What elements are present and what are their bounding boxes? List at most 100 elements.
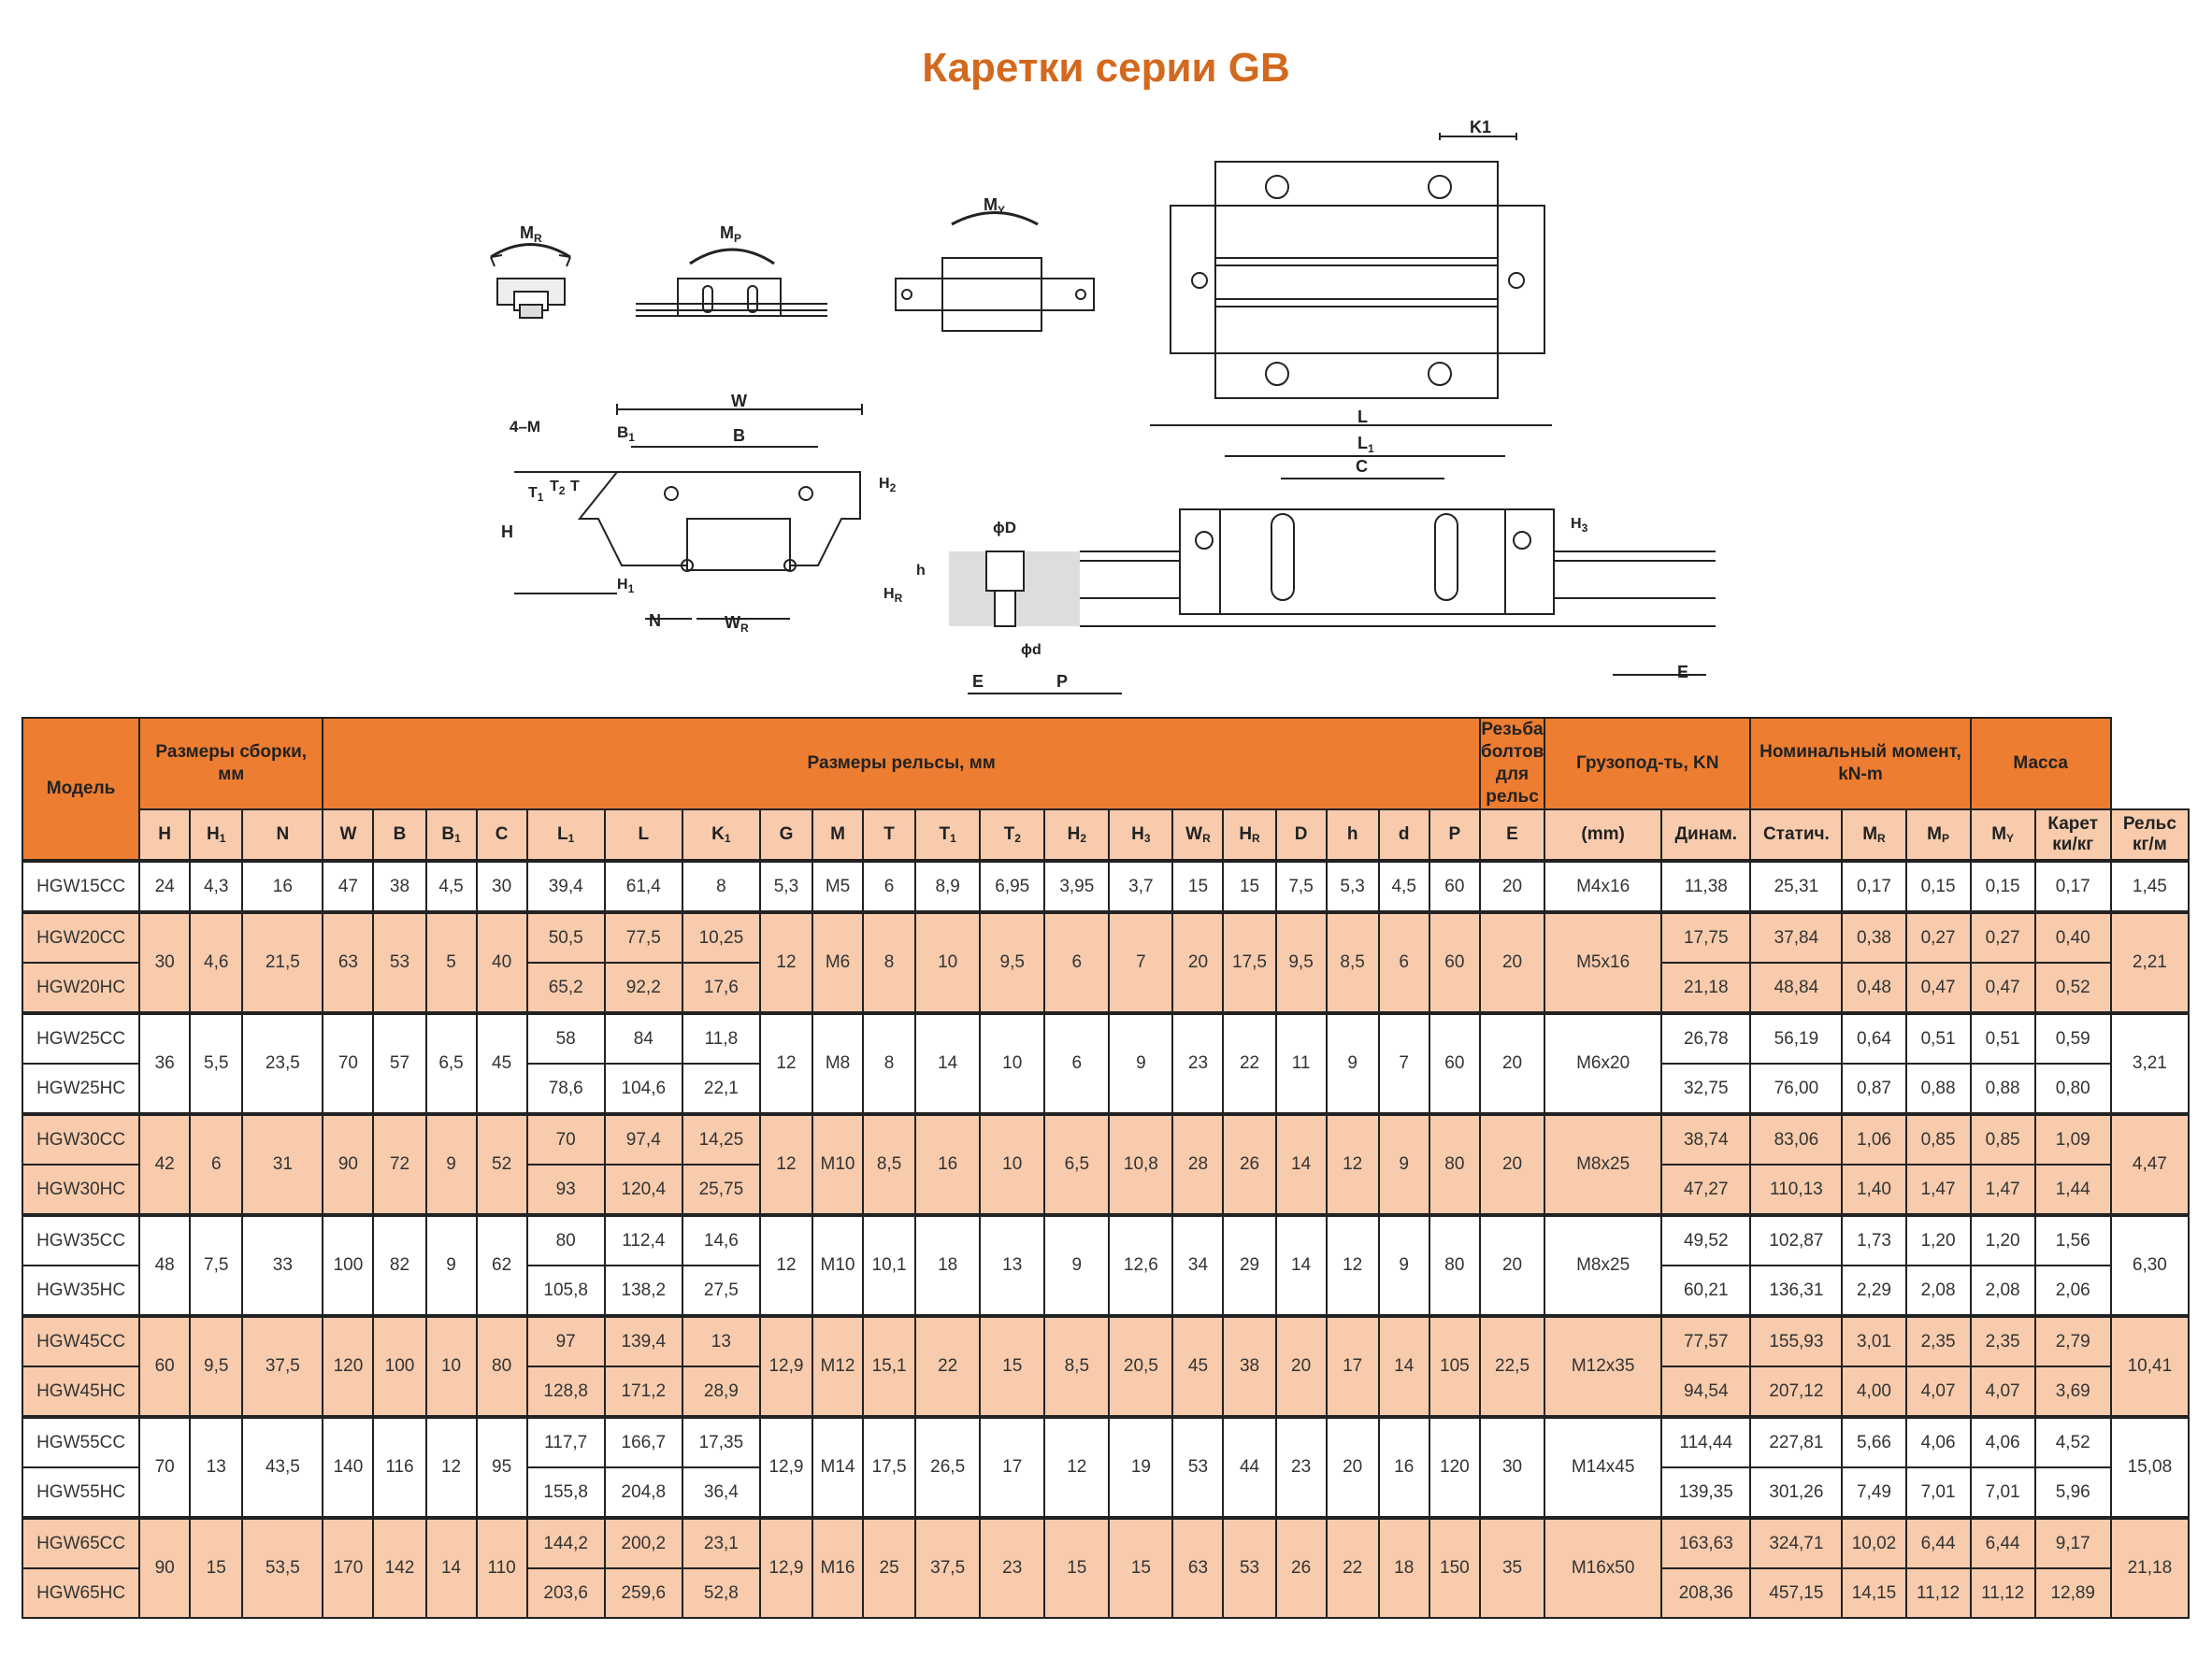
label-hr: HR: [883, 586, 903, 605]
label-l: L: [1357, 408, 1368, 426]
cell-hr: 29: [1222, 1213, 1277, 1317]
cell-mass: 0,80: [2033, 1063, 2112, 1115]
label-e-right: E: [1677, 663, 1688, 681]
header-rail: Размеры рельсы, мм: [322, 717, 1481, 810]
cell-mr: 1,73: [1841, 1213, 1907, 1266]
cell-w: 90: [322, 1112, 375, 1216]
cell-mass: 1,44: [2033, 1164, 2112, 1216]
column-header: H2: [1043, 808, 1111, 862]
header-bolt: Резьба болтов для рельс: [1478, 717, 1546, 810]
cell-my: 2,08: [1969, 1265, 2036, 1317]
cell-h2: 8,5: [1043, 1314, 1111, 1418]
cell-h1: 13: [189, 1415, 244, 1519]
cell-model: HGW20HC: [21, 962, 141, 1014]
column-header: T: [862, 808, 917, 862]
cell-h: 70: [138, 1415, 192, 1519]
cell-d: 11: [1274, 1011, 1328, 1115]
cell-b1: 9: [424, 1213, 478, 1317]
cell-stat: 227,81: [1749, 1415, 1844, 1468]
cell-t1: 37,5: [914, 1516, 982, 1619]
side-view-drawing: L L1 C ϕD h HR ϕd E P H3 E: [883, 408, 1716, 694]
cell-k1: 17,35: [681, 1415, 761, 1468]
header-assembly: Размеры сборки, мм: [138, 717, 324, 810]
cell-p: 60: [1428, 910, 1481, 1014]
cell-h2: 6: [1043, 910, 1111, 1014]
column-header: G: [758, 808, 813, 862]
label-e-left: E: [972, 672, 984, 691]
cell-e: 20: [1478, 1213, 1546, 1317]
cell-t1: 18: [914, 1213, 982, 1317]
cell-l: 61,4: [603, 859, 683, 913]
cell-c: 40: [475, 910, 528, 1014]
cell-g: 12,9: [758, 1415, 813, 1519]
cell-l1: 50,5: [525, 910, 606, 964]
cell-n: 43,5: [241, 1415, 324, 1519]
cell-model: HGW35HC: [21, 1265, 141, 1317]
cell-h3: 12,6: [1108, 1213, 1174, 1317]
cell-b: 142: [372, 1516, 427, 1619]
cell-h2: 6: [1043, 1011, 1111, 1115]
cell-n: 31: [241, 1112, 324, 1216]
cell-wr: 23: [1171, 1011, 1225, 1115]
cell-l: 92,2: [603, 962, 683, 1014]
cell-e: 20: [1478, 1112, 1546, 1216]
cell-d: 18: [1377, 1516, 1430, 1619]
label-c: C: [1356, 457, 1368, 476]
cell-t2: 15: [979, 1314, 1046, 1418]
cell-k1: 27,5: [681, 1265, 761, 1317]
cell-l: 138,2: [603, 1265, 683, 1317]
cell-d: 9: [1377, 1213, 1430, 1317]
cell-h: 90: [138, 1516, 192, 1619]
column-header: MP: [1904, 808, 1972, 862]
cell-p: 120: [1428, 1415, 1481, 1519]
cell-t: 25: [862, 1516, 917, 1619]
cell-h1: 6: [189, 1112, 244, 1216]
cell-l: 171,2: [603, 1366, 683, 1418]
cell-mr: 0,64: [1841, 1011, 1907, 1065]
cell-stat: 76,00: [1749, 1063, 1844, 1115]
cell-g: 5,3: [758, 859, 813, 913]
cell-d: 9: [1377, 1112, 1430, 1216]
column-header: L1: [525, 808, 606, 862]
front-view-drawing: W B B1 4–M T1 T2 T H H1 N WR H2: [501, 392, 897, 635]
technical-drawings: MR MP MY K1 W B B1 4–M T1 T2: [490, 118, 1716, 694]
cell-bolt: M4x16: [1544, 859, 1663, 913]
label-l1: L1: [1357, 434, 1374, 455]
cell-h: 5,3: [1325, 859, 1380, 913]
column-header: D: [1274, 808, 1328, 862]
label-t: T: [570, 479, 580, 494]
header-mass: Масса: [1969, 717, 2112, 810]
cell-hr: 22: [1222, 1011, 1277, 1115]
column-header: MR: [1841, 808, 1907, 862]
cell-mr: 10,02: [1841, 1516, 1907, 1569]
cell-p: 60: [1428, 1011, 1481, 1115]
cell-l: 97,4: [603, 1112, 683, 1166]
cell-m: M10: [811, 1112, 865, 1216]
cell-w: 70: [322, 1011, 375, 1115]
cell-mass: 2,06: [2033, 1265, 2112, 1317]
label-h2: H2: [879, 476, 897, 494]
cell-h: 12: [1325, 1112, 1380, 1216]
cell-b1: 12: [424, 1415, 478, 1519]
cell-stat: 136,31: [1749, 1265, 1844, 1317]
cell-model: HGW45HC: [21, 1366, 141, 1418]
cell-my: 1,20: [1969, 1213, 2036, 1266]
cell-mp: 0,27: [1904, 910, 1972, 964]
cell-model: HGW65HC: [21, 1567, 141, 1619]
label-phi-d-small: ϕd: [1021, 642, 1041, 658]
column-header: WR: [1171, 808, 1225, 862]
cell-e: 30: [1478, 1415, 1546, 1519]
cell-b1: 14: [424, 1516, 478, 1619]
cell-l1: 80: [525, 1213, 606, 1266]
cell-m: M5: [811, 859, 865, 913]
cell-stat: 110,13: [1749, 1164, 1844, 1216]
cell-hr: 26: [1222, 1112, 1277, 1216]
cell-my: 0,88: [1969, 1063, 2036, 1115]
cell-h: 17: [1325, 1314, 1380, 1418]
cell-h3: 20,5: [1108, 1314, 1174, 1418]
cell-n: 21,5: [241, 910, 324, 1014]
cell-t1: 14: [914, 1011, 982, 1115]
cell-model: HGW45CC: [21, 1314, 141, 1367]
